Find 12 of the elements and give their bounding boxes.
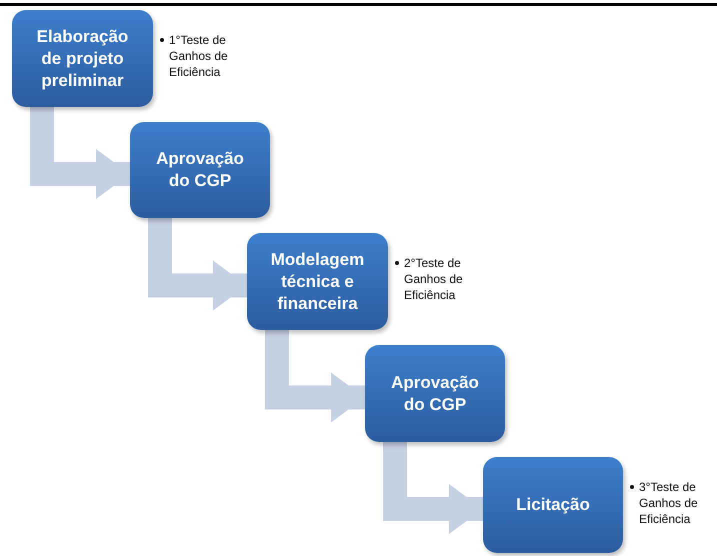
bullet-note: 3°Teste de Ganhos de Eficiência (629, 479, 717, 527)
process-box: Elaboração de projeto preliminar (12, 10, 153, 107)
process-box: Licitação (483, 457, 623, 553)
bullet-note: 1°Teste de Ganhos de Eficiência (159, 32, 249, 80)
arrow (383, 442, 483, 534)
process-box: Aprovação do CGP (365, 345, 505, 442)
arrow (265, 330, 365, 422)
bullet-note: 2°Teste de Ganhos de Eficiência (394, 255, 484, 303)
arrow (148, 218, 247, 310)
process-box: Aprovação do CGP (130, 122, 270, 218)
arrow (30, 107, 130, 199)
process-box: Modelagem técnica e financeira (247, 233, 388, 330)
